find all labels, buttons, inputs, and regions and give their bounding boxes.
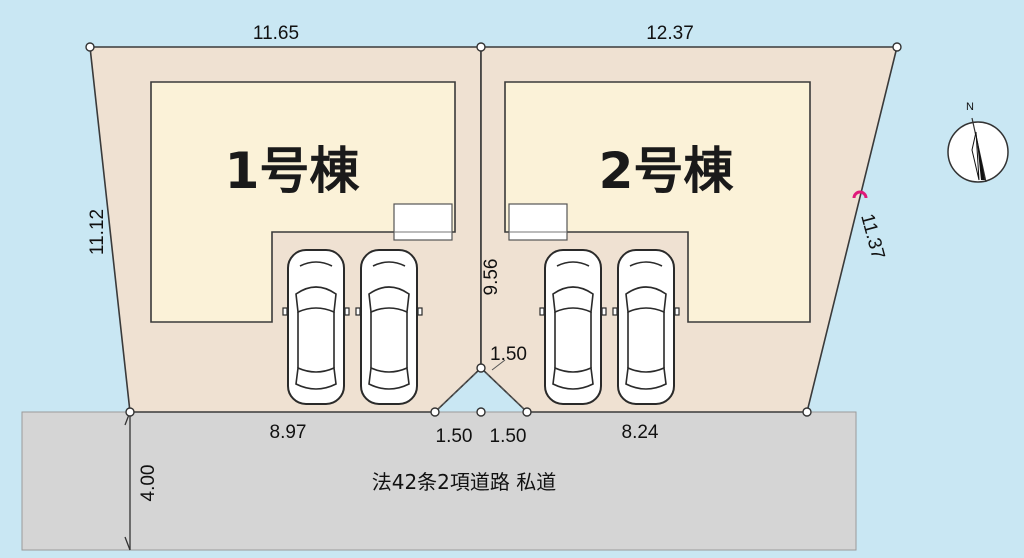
dim-bottom-left: 8.97 [270, 422, 307, 443]
building-2-entrance [508, 203, 568, 241]
north-compass-icon: N [947, 101, 1009, 183]
dim-corner-cut-left: 1.50 [436, 426, 473, 447]
dim-bottom-right: 8.24 [622, 422, 659, 443]
boundary-marker [125, 407, 135, 417]
compass-north-label: N [966, 101, 974, 113]
boundary-marker [476, 407, 486, 417]
building-2-label: 2号棟 [599, 142, 735, 200]
building-2-footprint [504, 81, 811, 323]
parking-car-icon [282, 249, 350, 405]
boundary-marker [85, 42, 95, 52]
building-1-footprint [150, 81, 456, 323]
dim-right-side: 11.37 [856, 212, 888, 262]
boundary-marker [802, 407, 812, 417]
dim-top-left: 11.65 [253, 23, 299, 44]
building-1-label: 1号棟 [225, 142, 361, 200]
dim-corner-cut-right: 1.50 [490, 426, 527, 447]
dim-road-width: 4.00 [138, 465, 159, 502]
dim-corner-cut-diagonal: 1.50 [490, 344, 527, 365]
boundary-marker [522, 407, 532, 417]
dim-top-right: 12.37 [646, 23, 694, 44]
pin-marker-icon [852, 190, 868, 199]
parking-car-icon [539, 249, 607, 405]
road-area [21, 411, 857, 551]
boundary-marker [476, 42, 486, 52]
parking-car-icon [355, 249, 423, 405]
dim-divider: 9.56 [481, 259, 502, 296]
dim-left-side: 11.12 [87, 209, 108, 255]
road-label: 法42条2項道路 私道 [372, 470, 557, 494]
boundary-marker [892, 42, 902, 52]
boundary-marker [430, 407, 440, 417]
boundary-marker [476, 363, 486, 373]
parking-car-icon [612, 249, 680, 405]
building-1-entrance [393, 203, 453, 241]
